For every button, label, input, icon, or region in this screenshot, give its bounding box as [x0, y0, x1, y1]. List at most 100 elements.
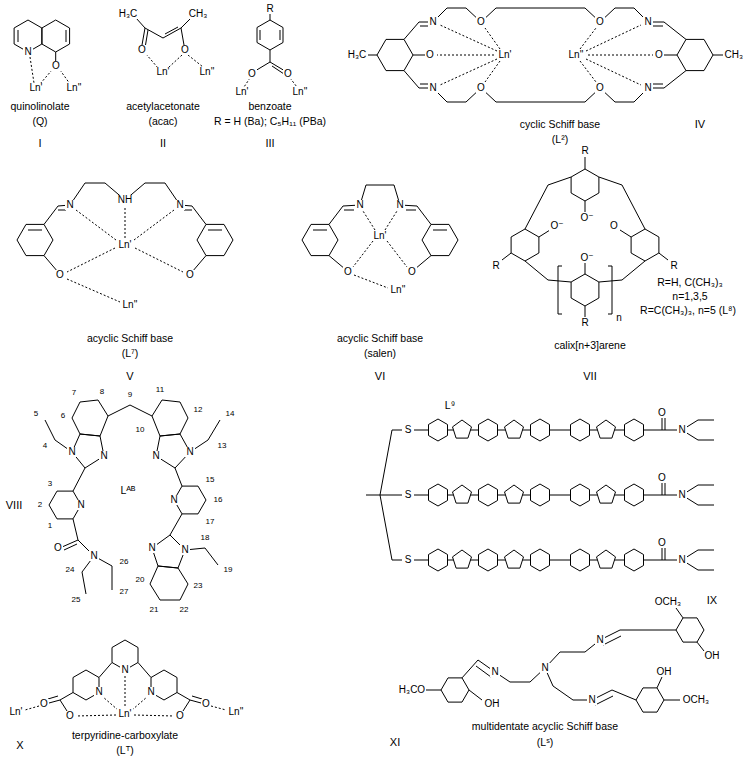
atom-label: S	[404, 425, 413, 435]
atom-label: O⁻	[579, 213, 594, 223]
atom-label: N	[395, 200, 404, 210]
locant-number: 22	[180, 606, 189, 614]
locant-number: 24	[66, 566, 75, 574]
atom-label: H₃CO	[398, 685, 426, 695]
atom-label: N	[76, 500, 85, 510]
atom-label: Ln''	[390, 285, 407, 295]
lab-structure	[45, 400, 220, 600]
locant-number: 6	[61, 412, 65, 420]
caption-text: n=1,3,5	[672, 291, 707, 302]
caption-text: terpyridine-carboxylate	[72, 730, 178, 741]
atom-label: N	[540, 663, 549, 673]
atom-label: N	[99, 451, 108, 461]
structure-numeral: IV	[695, 119, 705, 130]
atom-label: N	[65, 200, 74, 210]
atom-label: O	[657, 538, 667, 548]
atom-label: O	[654, 50, 664, 60]
atom-label: N	[23, 47, 32, 57]
structure-numeral: XI	[390, 737, 400, 748]
atom-label: Ln'	[28, 83, 43, 93]
atom-label: CH₃	[188, 9, 209, 19]
atom-label: N	[677, 425, 686, 435]
atom-label: N	[355, 200, 364, 210]
caption-text: acyclic Schiff base	[87, 333, 173, 344]
locant-number: 27	[120, 588, 129, 596]
locant-number: 1	[48, 522, 52, 530]
atom-label: Ln'	[155, 67, 170, 77]
atom-label: N	[595, 635, 604, 645]
atom-label: O	[283, 69, 293, 79]
atom-label: N	[677, 490, 686, 500]
quinolinolate-structure	[14, 20, 70, 84]
locant-number: 17	[206, 518, 215, 526]
benzoate-structure	[244, 14, 297, 87]
atom-label: N	[67, 447, 76, 457]
caption-text: (Q)	[32, 116, 47, 127]
atom-label: N	[146, 687, 155, 697]
atom-label: O	[595, 17, 605, 27]
structure-numeral: VII	[583, 371, 596, 382]
l9-structure	[366, 418, 714, 571]
caption-text: multidentate acyclic Schiff base	[472, 721, 618, 732]
atom-label: O	[425, 50, 435, 60]
atom-label: OCH₃	[654, 597, 682, 607]
atom-label: O	[609, 221, 619, 231]
locant-number: 25	[72, 596, 81, 604]
atom-label: OH	[704, 651, 721, 661]
atom-label: N	[643, 17, 652, 27]
atom-label: Ln'	[117, 709, 132, 719]
atom-label: O	[476, 17, 486, 27]
atom-label: O	[175, 711, 185, 721]
atom-label: O	[137, 45, 147, 55]
caption-text: (salen)	[364, 348, 396, 359]
caption-text: (L⁷)	[122, 348, 139, 359]
atom-label: O	[53, 543, 63, 553]
locant-number: 2	[38, 501, 42, 509]
caption-text: (Lᵀ)	[116, 745, 133, 756]
atom-label: Ln''	[66, 83, 83, 93]
locant-number: 20	[136, 576, 145, 584]
locant-number: 16	[214, 496, 223, 504]
caption-text: (Lˢ)	[537, 737, 553, 748]
structure-numeral: IX	[707, 595, 717, 606]
atom-label: N	[175, 200, 184, 210]
atom-label: O	[407, 267, 417, 277]
structure-numeral: V	[126, 371, 133, 382]
atom-label: O	[343, 267, 353, 277]
atom-label: O	[180, 45, 190, 55]
atom-label: S	[404, 490, 413, 500]
atom-label: R	[669, 261, 678, 271]
structure-numeral: I	[38, 138, 41, 149]
l7-structure	[17, 183, 233, 302]
atom-label: CH₃	[723, 50, 744, 60]
locant-number: 12	[194, 406, 203, 414]
atom-label: N	[185, 447, 194, 457]
acac-structure	[136, 18, 203, 68]
locant-number: 10	[136, 426, 145, 434]
caption-text: acetylacetonate	[126, 101, 200, 112]
caption-text: cyclic Schiff base	[520, 119, 600, 130]
structure-numeral: X	[16, 740, 23, 751]
atom-label: O	[55, 270, 65, 280]
atom-label: R	[491, 261, 500, 271]
atom-label: Ln'	[372, 231, 387, 241]
atom-label: Ln'	[497, 50, 512, 60]
atom-label: N	[428, 83, 437, 93]
locant-number: 3	[48, 480, 52, 488]
locant-number: 21	[150, 606, 159, 614]
atom-label: N	[147, 543, 156, 553]
atom-label: O	[657, 408, 667, 418]
atom-label: n	[615, 313, 623, 323]
structure-numeral: II	[160, 138, 166, 149]
locant-number: 13	[218, 442, 227, 450]
locant-number: 11	[156, 386, 164, 394]
caption-text: R=C(CH₃)₃, n=5 (L⁸)	[640, 305, 736, 316]
structure-numeral: III	[265, 138, 274, 149]
caption-text: Lᴬᴮ	[121, 485, 136, 496]
atom-label: N	[180, 545, 189, 555]
caption-text: (acac)	[148, 116, 177, 127]
atom-label: Ln''	[122, 300, 139, 310]
atom-label: R	[580, 146, 589, 156]
